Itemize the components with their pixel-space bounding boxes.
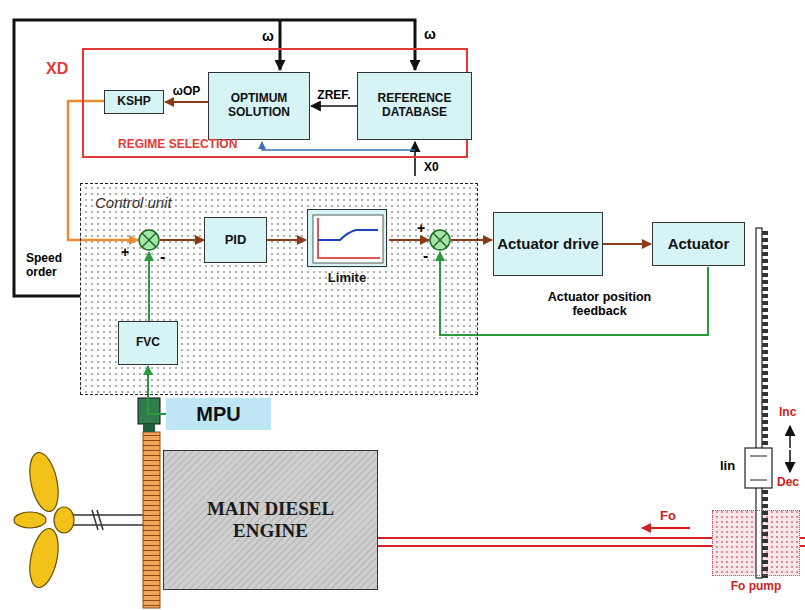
summing-junction [433, 233, 447, 247]
engine-box: MAIN DIESEL ENGINE [163, 450, 378, 590]
flywheel [143, 432, 160, 608]
node-text: MAIN DIESEL ENGINE [184, 498, 357, 542]
inc-dec-arrow [789, 450, 791, 472]
summing-junction [433, 233, 447, 247]
input-label: Speed order [26, 252, 76, 280]
fuel-rack [750, 456, 767, 457]
flywheel [143, 432, 160, 608]
sensor-label-box: MPU [166, 398, 271, 430]
fuel-rack [756, 228, 762, 578]
direction-label: Dec [777, 476, 799, 490]
signal-name: Fo [660, 509, 676, 524]
connector [165, 101, 208, 103]
sign-label: + [417, 220, 425, 236]
connector [267, 239, 306, 241]
fuel-line [642, 527, 690, 529]
node-text: Fo pump [731, 580, 782, 594]
propeller [92, 510, 103, 530]
signal-wire [451, 239, 492, 241]
actuator-box: Actuator [652, 222, 745, 266]
speed-order-wire [68, 101, 138, 240]
part-name: lin [720, 459, 735, 474]
x0-input-wire [262, 142, 415, 176]
summing-junction [139, 230, 159, 250]
propeller [25, 526, 63, 590]
engine-body [163, 450, 378, 590]
feedback-wire [148, 252, 150, 321]
engine-body [163, 450, 378, 590]
sign-label: - [423, 247, 428, 265]
control-unit-ground [80, 183, 478, 395]
limiter-graph [308, 210, 388, 268]
speed-feedback-wire [14, 20, 415, 296]
signal-name: ω [262, 28, 274, 44]
summing-junction [139, 230, 450, 250]
regime-region: REGIME SELECTION KSHP OPTIMUM SOLUTION REFE… [82, 48, 468, 158]
pid-box: PID [204, 217, 267, 263]
signal-wire [160, 239, 204, 241]
speed-feedback-wire [279, 20, 282, 70]
node-text: FVC [136, 336, 160, 350]
actuator-drive-box: Actuator drive [493, 212, 603, 276]
edge-label: ZREF. [317, 89, 350, 103]
node-text: Control unit [95, 194, 172, 211]
propeller [14, 450, 143, 590]
limiter-graph [308, 210, 388, 268]
summing-junction [142, 233, 156, 247]
inc-dec-arrow [789, 426, 791, 448]
x0-input-wire [414, 142, 416, 176]
edge-label: ωOP [173, 85, 200, 99]
node-text: OPTIMUM SOLUTION [209, 92, 309, 120]
node-text: REFERENCE DATABASE [358, 92, 471, 120]
fuel-rack [745, 228, 772, 578]
propeller [54, 507, 74, 533]
node-text: PID [225, 233, 247, 248]
propeller [25, 450, 63, 514]
limiter-box: Limite [307, 209, 387, 267]
speed-feedback-wire [14, 20, 415, 296]
sign-label: - [160, 248, 165, 266]
node-text: Limite [328, 271, 366, 286]
speed-order-wire [68, 101, 138, 240]
node-text: Actuator [668, 235, 730, 252]
gain-box: KSHP [104, 90, 164, 114]
x0-input-wire [262, 142, 415, 150]
node-text: KSHP [117, 95, 150, 109]
connector [603, 243, 651, 245]
signal-wire [389, 239, 429, 241]
fuel-rack [750, 480, 767, 481]
propeller [14, 512, 46, 528]
node-text: REGIME SELECTION [118, 138, 237, 152]
control-unit-region: Control unitPID LimiteFVC [80, 183, 478, 395]
fuel-rack [745, 448, 772, 488]
signal-name: ω [424, 26, 436, 42]
direction-label: Inc [779, 406, 796, 420]
node-text: Actuator drive [497, 235, 599, 252]
propeller [72, 514, 143, 516]
summing-junction [142, 233, 156, 247]
feedback-label: Actuator position feedback [522, 290, 677, 319]
inc-dec-arrow [789, 426, 791, 472]
signal-name: X0 [424, 161, 439, 175]
database-box: REFERENCE DATABASE [357, 72, 472, 140]
mpu-sensor [143, 424, 155, 432]
limiter-graph [313, 215, 383, 263]
fvc-box: FVC [118, 321, 178, 365]
propeller [72, 524, 143, 526]
fuel-rack [762, 228, 768, 578]
node-text: MPU [196, 403, 240, 426]
limiter-graph [318, 218, 380, 258]
limiter-graph [318, 230, 378, 240]
control-unit-ground [80, 183, 478, 395]
connector [311, 105, 357, 107]
signal-name: XD [46, 60, 68, 78]
summing-junction [430, 230, 450, 250]
process-box: OPTIMUM SOLUTION [208, 72, 310, 140]
feedback-wire [149, 252, 708, 335]
connector [148, 366, 166, 414]
sign-label: + [121, 244, 129, 260]
fuel-pump-box: Fo pump [712, 510, 800, 576]
